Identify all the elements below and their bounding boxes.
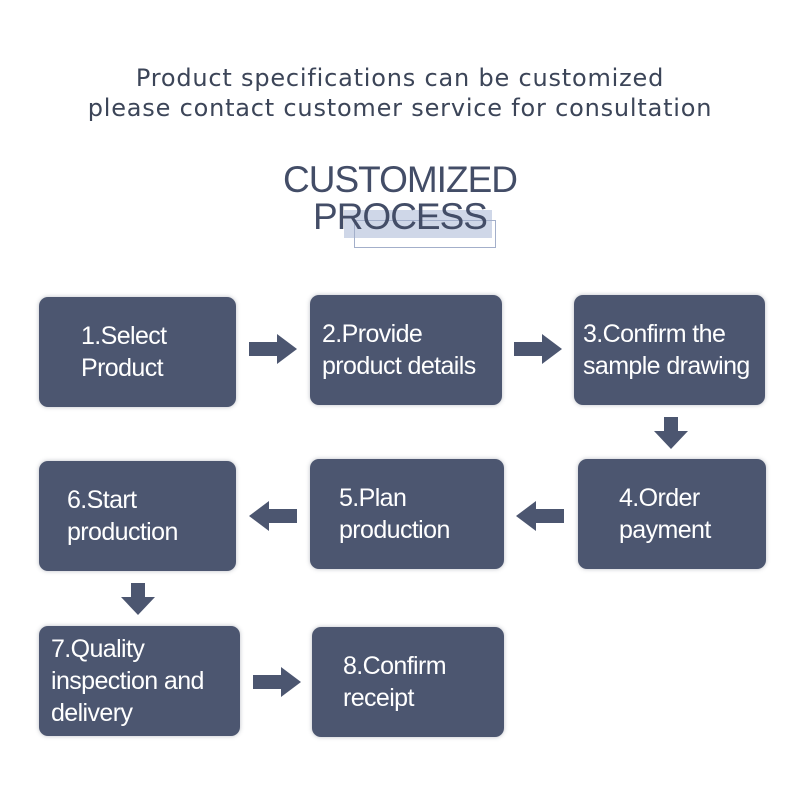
step-4-label: 4.Order payment (619, 484, 711, 544)
step-2-box: 2.Provide product details (310, 295, 502, 405)
intro-line-2: please contact customer service for cons… (87, 94, 713, 122)
title-decoration-border (354, 220, 496, 248)
arrow-down-icon (121, 583, 155, 615)
step-4-box: 4.Order payment (578, 459, 766, 569)
arrow-down-icon (654, 417, 688, 449)
step-5-label: 5.Plan production (339, 484, 450, 544)
step-8-box: 8.Confirm receipt (312, 627, 504, 737)
step-3-box: 3.Confirm the sample drawing (574, 295, 765, 405)
step-2-label: 2.Provide product details (322, 320, 476, 380)
arrow-left-icon (516, 501, 564, 531)
arrow-right-icon (249, 334, 297, 364)
intro-line-1: Product specifications can be customized (135, 64, 665, 92)
step-1-box: 1.Select Product (39, 297, 236, 407)
step-7-box: 7.Quality inspection and delivery (39, 626, 240, 736)
step-5-box: 5.Plan production (310, 459, 504, 569)
step-6-label: 6.Start production (67, 486, 178, 546)
step-1-label: 1.Select Product (81, 322, 167, 382)
step-6-box: 6.Start production (39, 461, 236, 571)
title-line-2: PROCESS (313, 196, 488, 237)
title-line-1: CUSTOMIZED (283, 159, 518, 200)
step-7-label: 7.Quality inspection and delivery (51, 635, 204, 727)
step-8-label: 8.Confirm receipt (343, 652, 447, 712)
step-3-label: 3.Confirm the sample drawing (583, 320, 750, 380)
title-decoration-fill (344, 210, 492, 238)
arrow-left-icon (249, 501, 297, 531)
arrow-right-icon (253, 667, 301, 697)
arrow-right-icon (514, 334, 562, 364)
